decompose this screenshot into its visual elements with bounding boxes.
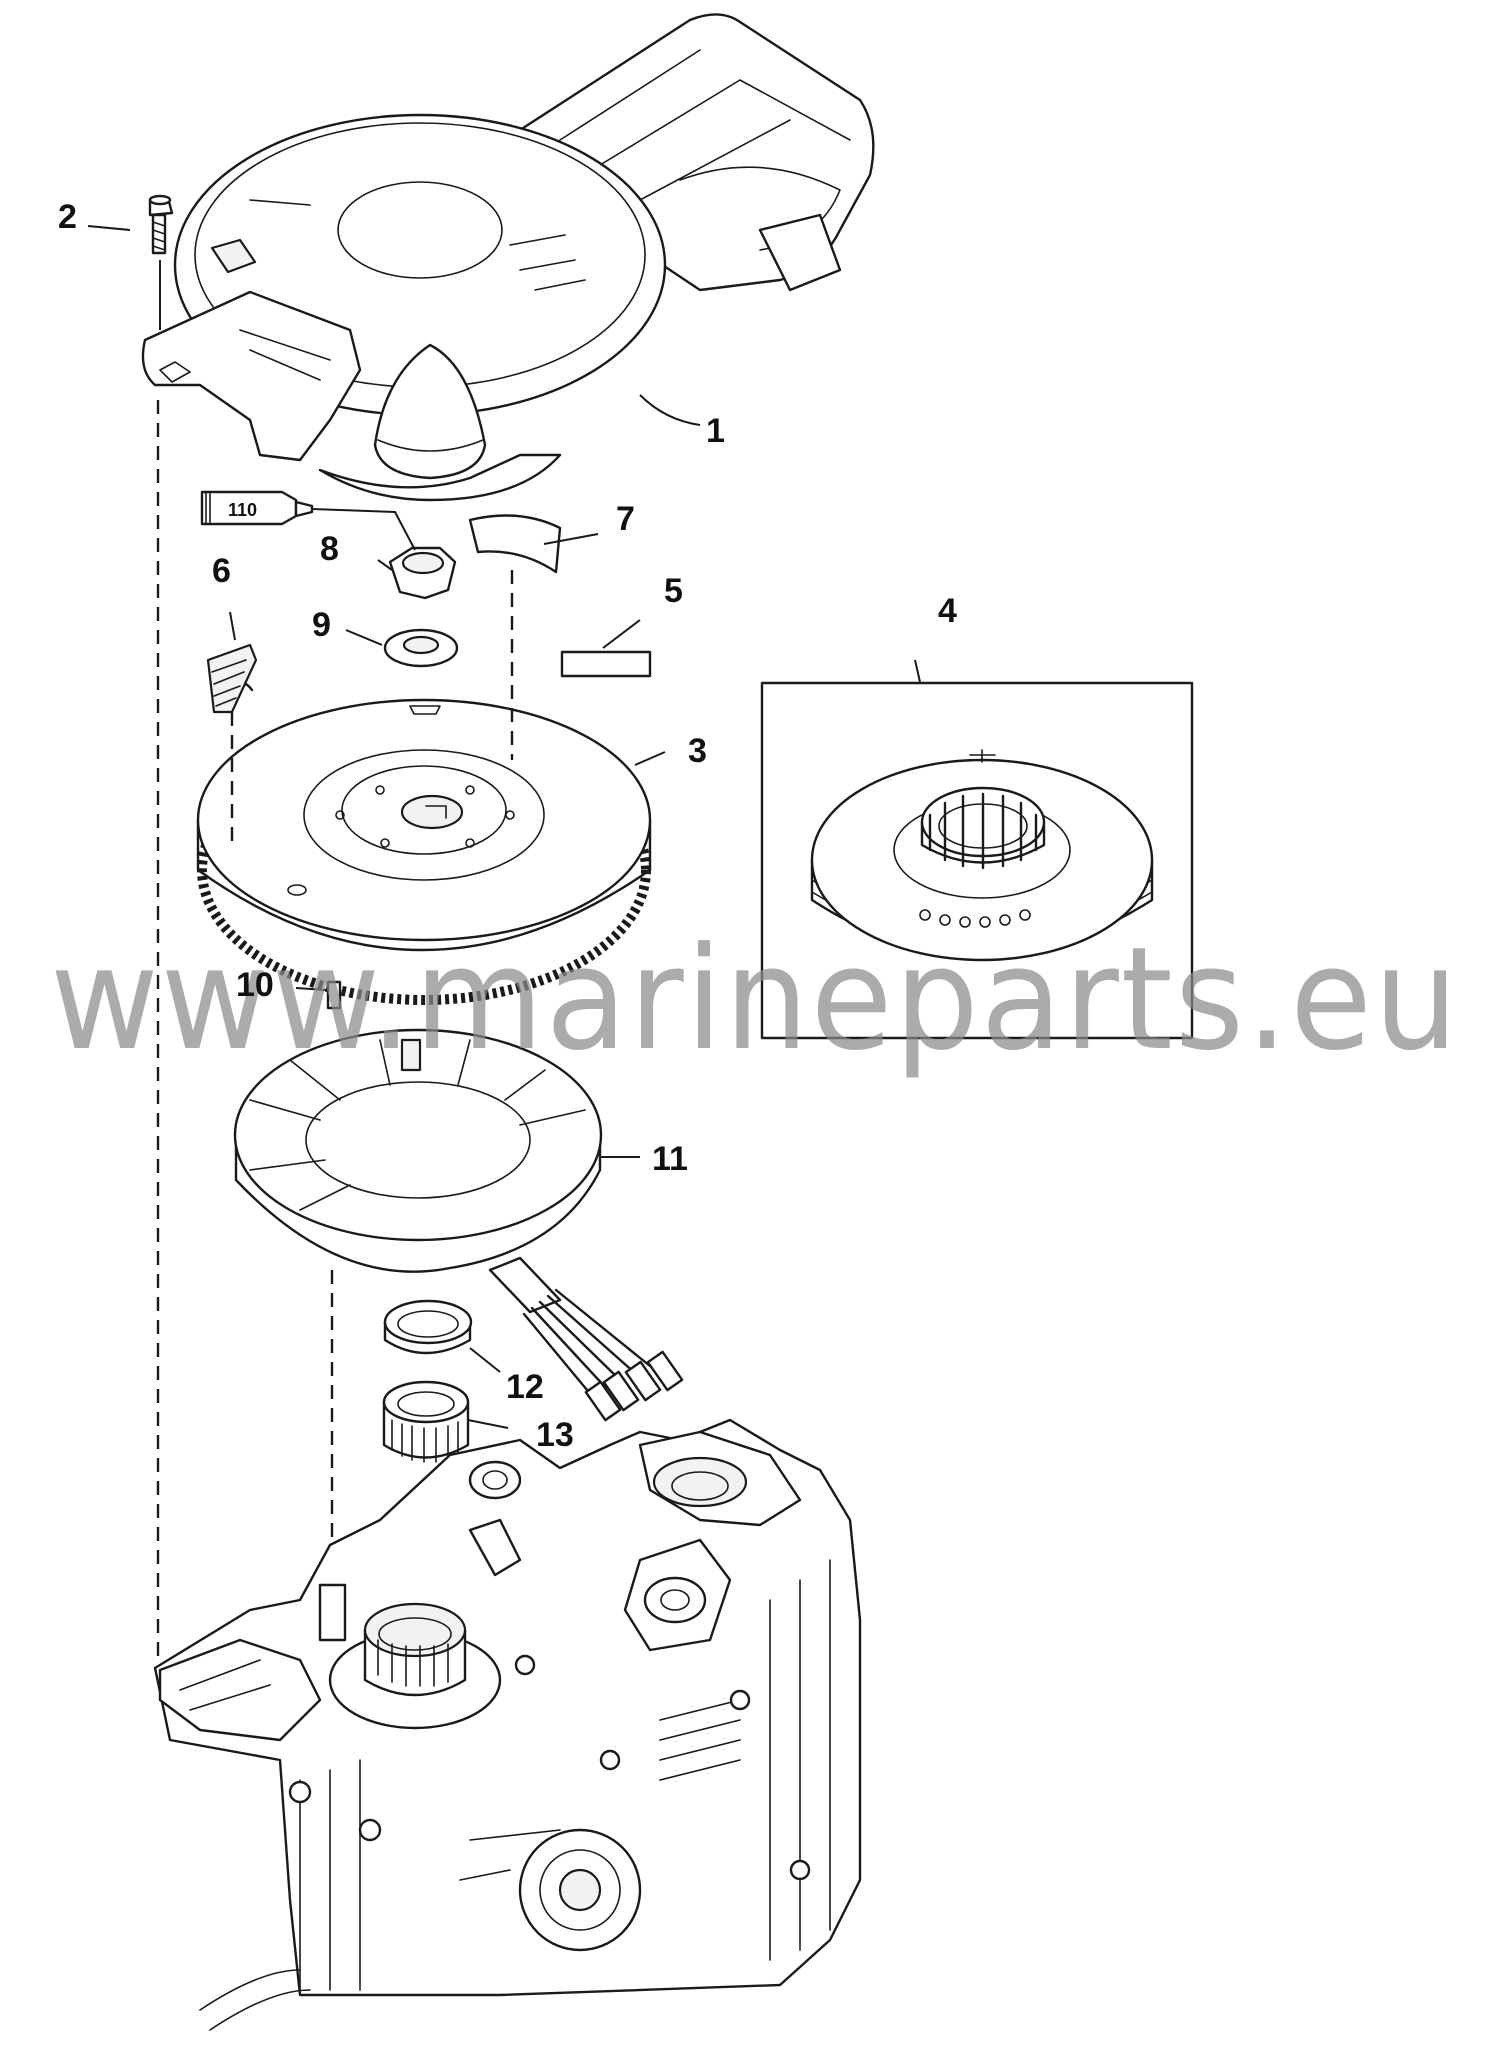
- callouts: 1 2 3 4 5 6 7 8 9 10 11 12 13: [58, 198, 957, 1454]
- flywheel-key: [560, 650, 652, 678]
- callout-8: 8: [320, 530, 339, 568]
- seal: [383, 1299, 473, 1355]
- callout-2: 2: [58, 198, 77, 236]
- bearing: [382, 1380, 470, 1463]
- flywheel-nut: [388, 546, 457, 600]
- callout-11: 11: [652, 1140, 688, 1178]
- curved-strip: [468, 514, 562, 574]
- flywheel-assembly-box: [760, 681, 1194, 1040]
- flywheel-cover: [141, 13, 875, 502]
- engine-block: [153, 1418, 862, 2031]
- sealant-tube-label: 110: [228, 500, 257, 520]
- callout-9: 9: [312, 606, 331, 644]
- callout-10: 10: [236, 966, 274, 1004]
- flywheel: [196, 698, 652, 1005]
- callout-1: 1: [706, 412, 725, 450]
- spring: [206, 643, 258, 714]
- stator: [233, 1028, 684, 1422]
- callout-7: 7: [616, 500, 635, 538]
- leader-lines: [87, 225, 921, 1429]
- washer: [383, 628, 459, 668]
- watermark: www.marineparts.eu: [50, 917, 1460, 1082]
- callout-13: 13: [536, 1416, 574, 1454]
- bolt: [148, 194, 174, 255]
- callout-12: 12: [506, 1368, 544, 1406]
- callout-5: 5: [664, 572, 683, 610]
- alignment-lines: [156, 260, 514, 1660]
- sealant-tube: 110: [200, 490, 314, 526]
- callout-3: 3: [688, 732, 707, 770]
- callout-6: 6: [212, 552, 231, 590]
- pin: [326, 980, 342, 1010]
- callout-4: 4: [938, 592, 957, 630]
